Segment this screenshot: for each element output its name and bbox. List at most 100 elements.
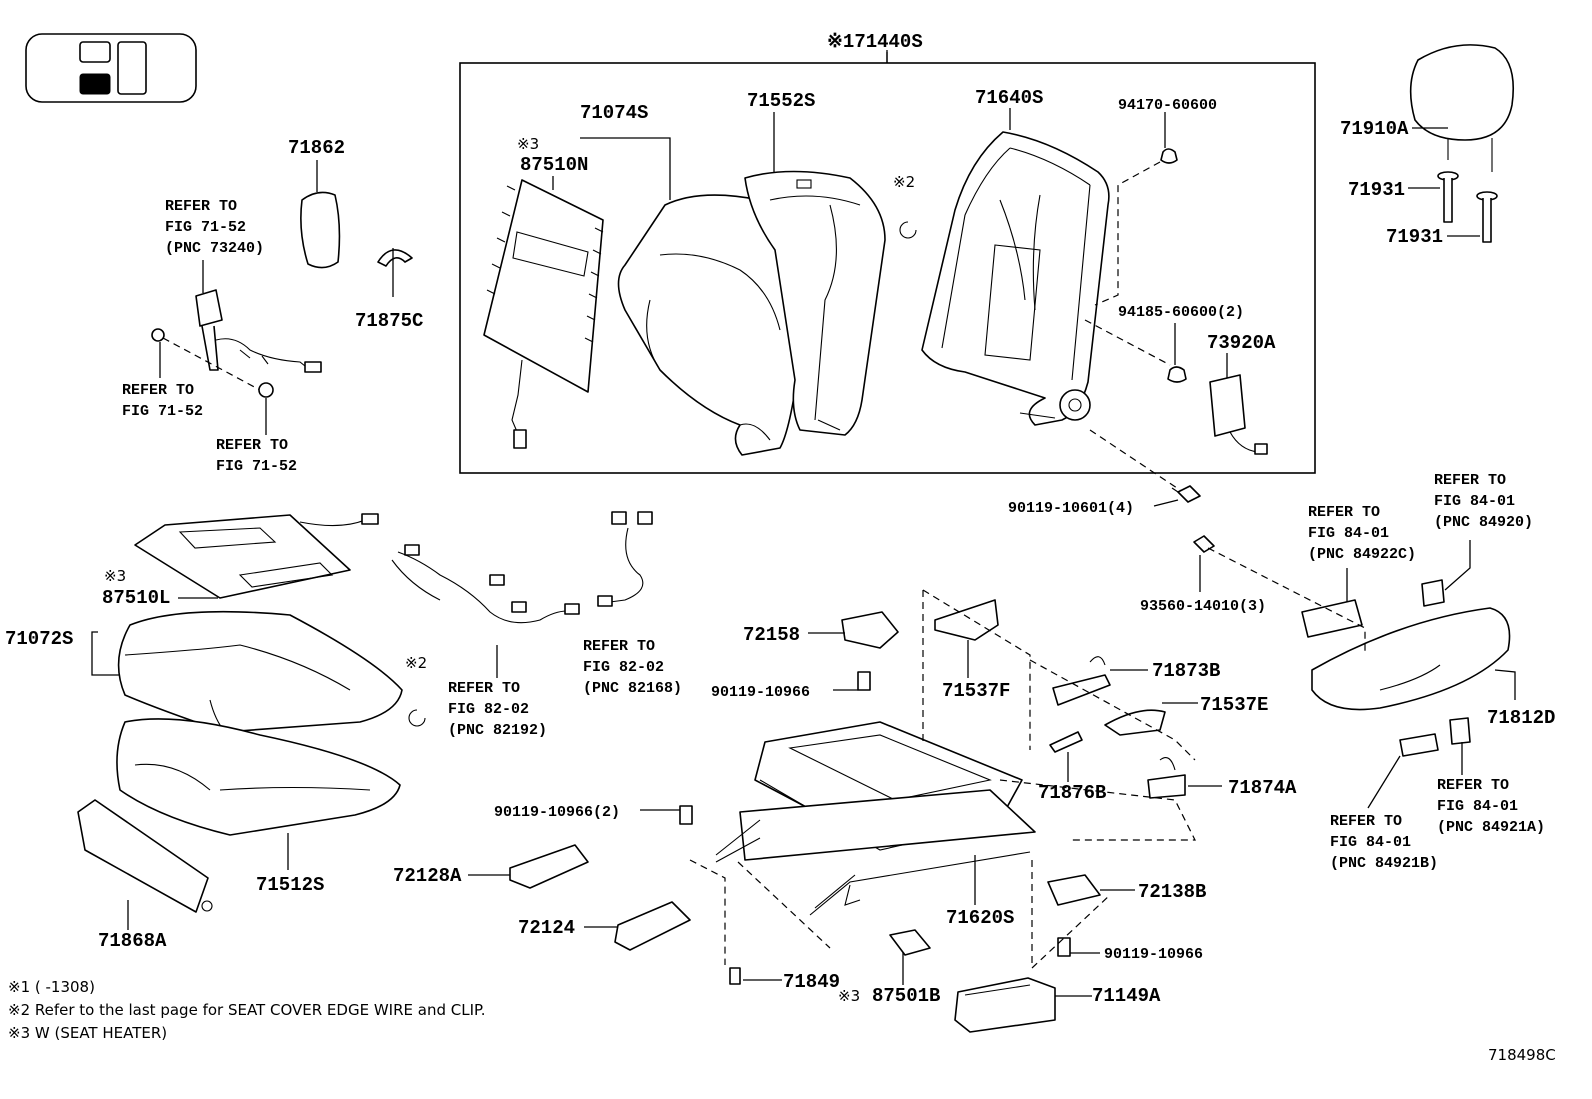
switch-84922C	[1301, 599, 1363, 638]
ref-c4-line3: (PNC 84921B)	[1330, 855, 1438, 872]
label-87510L: 87510L	[102, 587, 170, 609]
label-72138B: 72138B	[1138, 881, 1206, 903]
bolt-71849	[729, 967, 741, 985]
label-71875C: 71875C	[355, 310, 423, 332]
bracket-72138B	[1047, 874, 1101, 906]
ref-w1-line3: (PNC 82192)	[448, 722, 547, 739]
label-73920A: 73920A	[1207, 332, 1276, 354]
hook-71874A	[1147, 757, 1186, 799]
seat-harness-82168	[597, 511, 653, 607]
label-93560-14010: 93560-14010(3)	[1140, 598, 1266, 615]
cover-71149A	[954, 977, 1056, 1033]
figure-code: 718498C	[1488, 1046, 1556, 1064]
headrest	[1409, 44, 1515, 172]
seat-cushion-pad	[116, 718, 401, 836]
label-87510N-mark: ※3	[517, 135, 539, 153]
side-airbag-module	[1209, 374, 1268, 455]
label-72158: 72158	[743, 624, 800, 646]
ref-w2-line1: REFER TO	[583, 638, 655, 655]
ref-w2-line3: (PNC 82168)	[583, 680, 682, 697]
bolt-90119-10601	[1171, 485, 1201, 503]
bolt-90119-10966-b	[1057, 937, 1071, 957]
label-71868A: 71868A	[98, 930, 167, 952]
ref-w1-line1: REFER TO	[448, 680, 520, 697]
label-90119-10601: 90119-10601(4)	[1008, 500, 1134, 517]
ref-belt-line3: (PNC 73240)	[165, 240, 264, 257]
ref-c1-line1: REFER TO	[1308, 504, 1380, 521]
footnote-3: ※3 W (SEAT HEATER)	[8, 1024, 167, 1042]
label-71537F: 71537F	[942, 680, 1010, 702]
belt-guide-71875C	[377, 249, 413, 267]
label-71537E: 71537E	[1200, 694, 1268, 716]
cushion-front-trim	[77, 799, 213, 913]
bracket-72158	[841, 611, 899, 649]
label-72124: 72124	[518, 917, 575, 939]
cover-72124	[614, 901, 691, 951]
ref-c2-line1: REFER TO	[1434, 472, 1506, 489]
label-71552S: 71552S	[747, 90, 815, 112]
hook-71873B	[1052, 656, 1111, 706]
label-71620S: 71620S	[946, 907, 1014, 929]
bracket-71537E	[1104, 709, 1166, 736]
belt-washer	[258, 382, 274, 398]
ref-c1-line3: (PNC 84922C)	[1308, 546, 1416, 563]
label-71931-b: 71931	[1386, 226, 1443, 248]
ref-b-line2: FIG 71-52	[216, 458, 297, 475]
ref-w2-line2: FIG 82-02	[583, 659, 664, 676]
label-71876B: 71876B	[1038, 782, 1106, 804]
label-87501B: 87501B	[872, 985, 940, 1007]
label-71072S: 71072S	[5, 628, 73, 650]
ref-a-line1: REFER TO	[122, 382, 194, 399]
belt-buckle	[195, 289, 322, 373]
knob-84921B	[1399, 733, 1439, 757]
label-72128A: 72128A	[393, 865, 462, 887]
belt-cover-71862	[300, 191, 341, 269]
footnote-1: ※1 ( -1308)	[8, 978, 95, 996]
ref-c3-line1: REFER TO	[1437, 777, 1509, 794]
knob-84920	[1421, 579, 1445, 607]
label-87510N: 87510N	[520, 154, 588, 176]
ref-c4-line2: FIG 84-01	[1330, 834, 1411, 851]
label-71849: 71849	[783, 971, 840, 993]
bracket-71537F	[934, 599, 999, 641]
footnote-2: ※2 Refer to the last page for SEAT COVER…	[8, 1001, 485, 1019]
seatback-pad	[744, 170, 886, 436]
label-71074S: 71074S	[580, 102, 648, 124]
side-shield-71812D	[1311, 607, 1511, 711]
edge-clip-ring-cushion	[408, 709, 426, 727]
label-71873B: 71873B	[1152, 660, 1220, 682]
ref-belt-line1: REFER TO	[165, 198, 237, 215]
seat-cushion-cover	[117, 610, 403, 733]
clip-94170	[1160, 148, 1178, 164]
label-87510L-mark: ※3	[104, 567, 126, 585]
cushion-heater-pad	[134, 513, 379, 599]
label-71640S: 71640S	[975, 87, 1043, 109]
label-clip-mark-back: ※2	[893, 173, 915, 191]
nut-94185	[1167, 366, 1187, 383]
knob-84921A	[1449, 717, 1471, 745]
label-87501B-mark: ※3	[838, 987, 860, 1005]
seatback-frame	[921, 131, 1110, 426]
label-90119-10966-b: 90119-10966	[1104, 946, 1203, 963]
ref-belt-line2: FIG 71-52	[165, 219, 246, 236]
seatback-heater-pad	[483, 179, 604, 449]
seat-position-locator-icon	[25, 33, 197, 103]
headrest-support-right	[1476, 191, 1498, 243]
ref-c4-line1: REFER TO	[1330, 813, 1402, 830]
switch-87501B	[889, 929, 931, 956]
leader-lines	[91, 52, 1516, 997]
ref-w1-line2: FIG 82-02	[448, 701, 529, 718]
label-clip-mark-cushion: ※2	[405, 654, 427, 672]
ref-c1-line2: FIG 84-01	[1308, 525, 1389, 542]
label-71931-a: 71931	[1348, 179, 1405, 201]
label-71874A: 71874A	[1228, 777, 1297, 799]
hook-71876B	[1049, 731, 1083, 753]
ref-b-line1: REFER TO	[216, 437, 288, 454]
label-90119-10966-a: 90119-10966	[711, 684, 810, 701]
edge-clip-ring	[899, 221, 917, 239]
ref-c3-line2: FIG 84-01	[1437, 798, 1518, 815]
ref-c2-line2: FIG 84-01	[1434, 493, 1515, 510]
bolt-90119-10966-2	[679, 805, 693, 825]
